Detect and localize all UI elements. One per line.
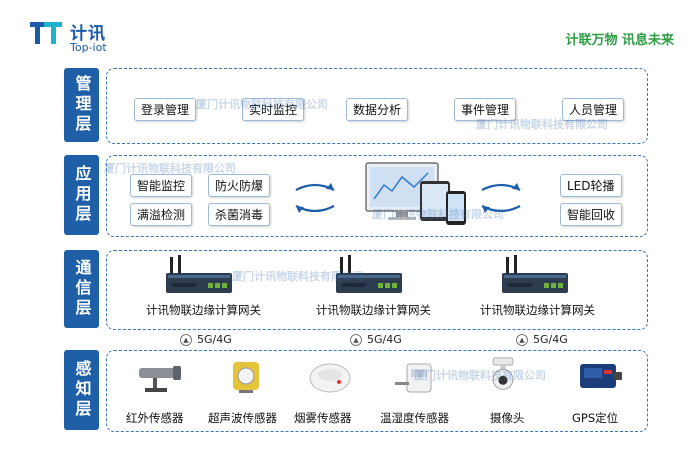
layer-box-application	[106, 155, 648, 237]
gateway-label: 计讯物联边缘计算网关	[146, 303, 261, 317]
network-5g4g: ▲ 5G/4G	[350, 333, 402, 346]
network-5g4g: ▲ 5G/4G	[180, 333, 232, 346]
layer-tab-perception: 感知层	[64, 350, 99, 430]
gateway-router-icon	[502, 255, 568, 293]
mgmt-login: 登录管理	[134, 98, 197, 121]
sync-arrow-top-left-icon	[295, 183, 335, 191]
sensor-label: 温湿度传感器	[380, 411, 449, 425]
up-arrow-icon: ▲	[516, 333, 528, 346]
layer-box-communication	[106, 250, 648, 330]
app-overflow-detection: 满溢检测	[130, 203, 193, 226]
app-led-carousel: LED轮播	[560, 174, 622, 197]
logo-text-cn: 计讯	[70, 24, 106, 44]
app-fire-explosion: 防火防爆	[208, 174, 271, 197]
gateway-label: 计讯物联边缘计算网关	[480, 303, 595, 317]
platform-devices-icon	[365, 162, 466, 225]
mgmt-data-analysis: 数据分析	[346, 98, 409, 121]
sync-arrow-bottom-left-icon	[295, 205, 335, 213]
layer-label-management: 管理层	[72, 75, 92, 135]
slogan: 计联万物 讯息未来	[565, 33, 674, 48]
layer-tab-management: 管理层	[64, 68, 99, 142]
infrared-sensor-icon	[139, 366, 181, 392]
app-sterilization: 杀菌消毒	[208, 203, 271, 226]
sensor-label: 烟雾传感器	[294, 411, 352, 425]
gateway-label: 计讯物联边缘计算网关	[316, 303, 431, 317]
temperature-humidity-sensor-icon	[395, 363, 432, 393]
mgmt-realtime-monitor: 实时监控	[242, 98, 305, 121]
company-logo: 计讯 Top-iot	[30, 20, 140, 60]
logo-text-en: Top-iot	[70, 41, 107, 54]
camera-icon	[492, 357, 514, 390]
app-smart-recycling: 智能回收	[560, 203, 623, 226]
network-label: 5G/4G	[367, 333, 402, 346]
network-label: 5G/4G	[197, 333, 232, 346]
mgmt-event-management: 事件管理	[454, 98, 517, 121]
layer-box-perception	[106, 350, 648, 432]
sync-arrow-top-right-icon	[481, 183, 521, 191]
layer-label-communication: 通信层	[72, 259, 92, 319]
network-label: 5G/4G	[533, 333, 568, 346]
layer-label-application: 应用层	[72, 165, 92, 225]
gateway-router-icon	[166, 255, 232, 293]
layer-tab-application: 应用层	[64, 155, 99, 235]
sensor-label: 摄像头	[490, 411, 525, 425]
sensor-label: 超声波传感器	[208, 411, 277, 425]
sync-arrow-bottom-right-icon	[481, 205, 521, 213]
up-arrow-icon: ▲	[350, 333, 362, 346]
sensor-label: 红外传感器	[126, 411, 184, 425]
mgmt-personnel: 人员管理	[562, 98, 625, 121]
layer-label-perception: 感知层	[72, 360, 92, 420]
gps-locator-icon	[580, 364, 622, 388]
layer-box-management	[106, 68, 648, 144]
app-smart-monitoring: 智能监控	[130, 174, 193, 197]
layer-tab-communication: 通信层	[64, 250, 99, 328]
sensor-label: GPS定位	[572, 411, 619, 425]
ultrasonic-sensor-icon	[233, 362, 259, 393]
smoke-sensor-icon	[309, 363, 351, 393]
logo-mark-icon	[30, 22, 62, 44]
up-arrow-icon: ▲	[180, 333, 192, 346]
gateway-router-icon	[336, 255, 402, 293]
network-5g4g: ▲ 5G/4G	[516, 333, 568, 346]
